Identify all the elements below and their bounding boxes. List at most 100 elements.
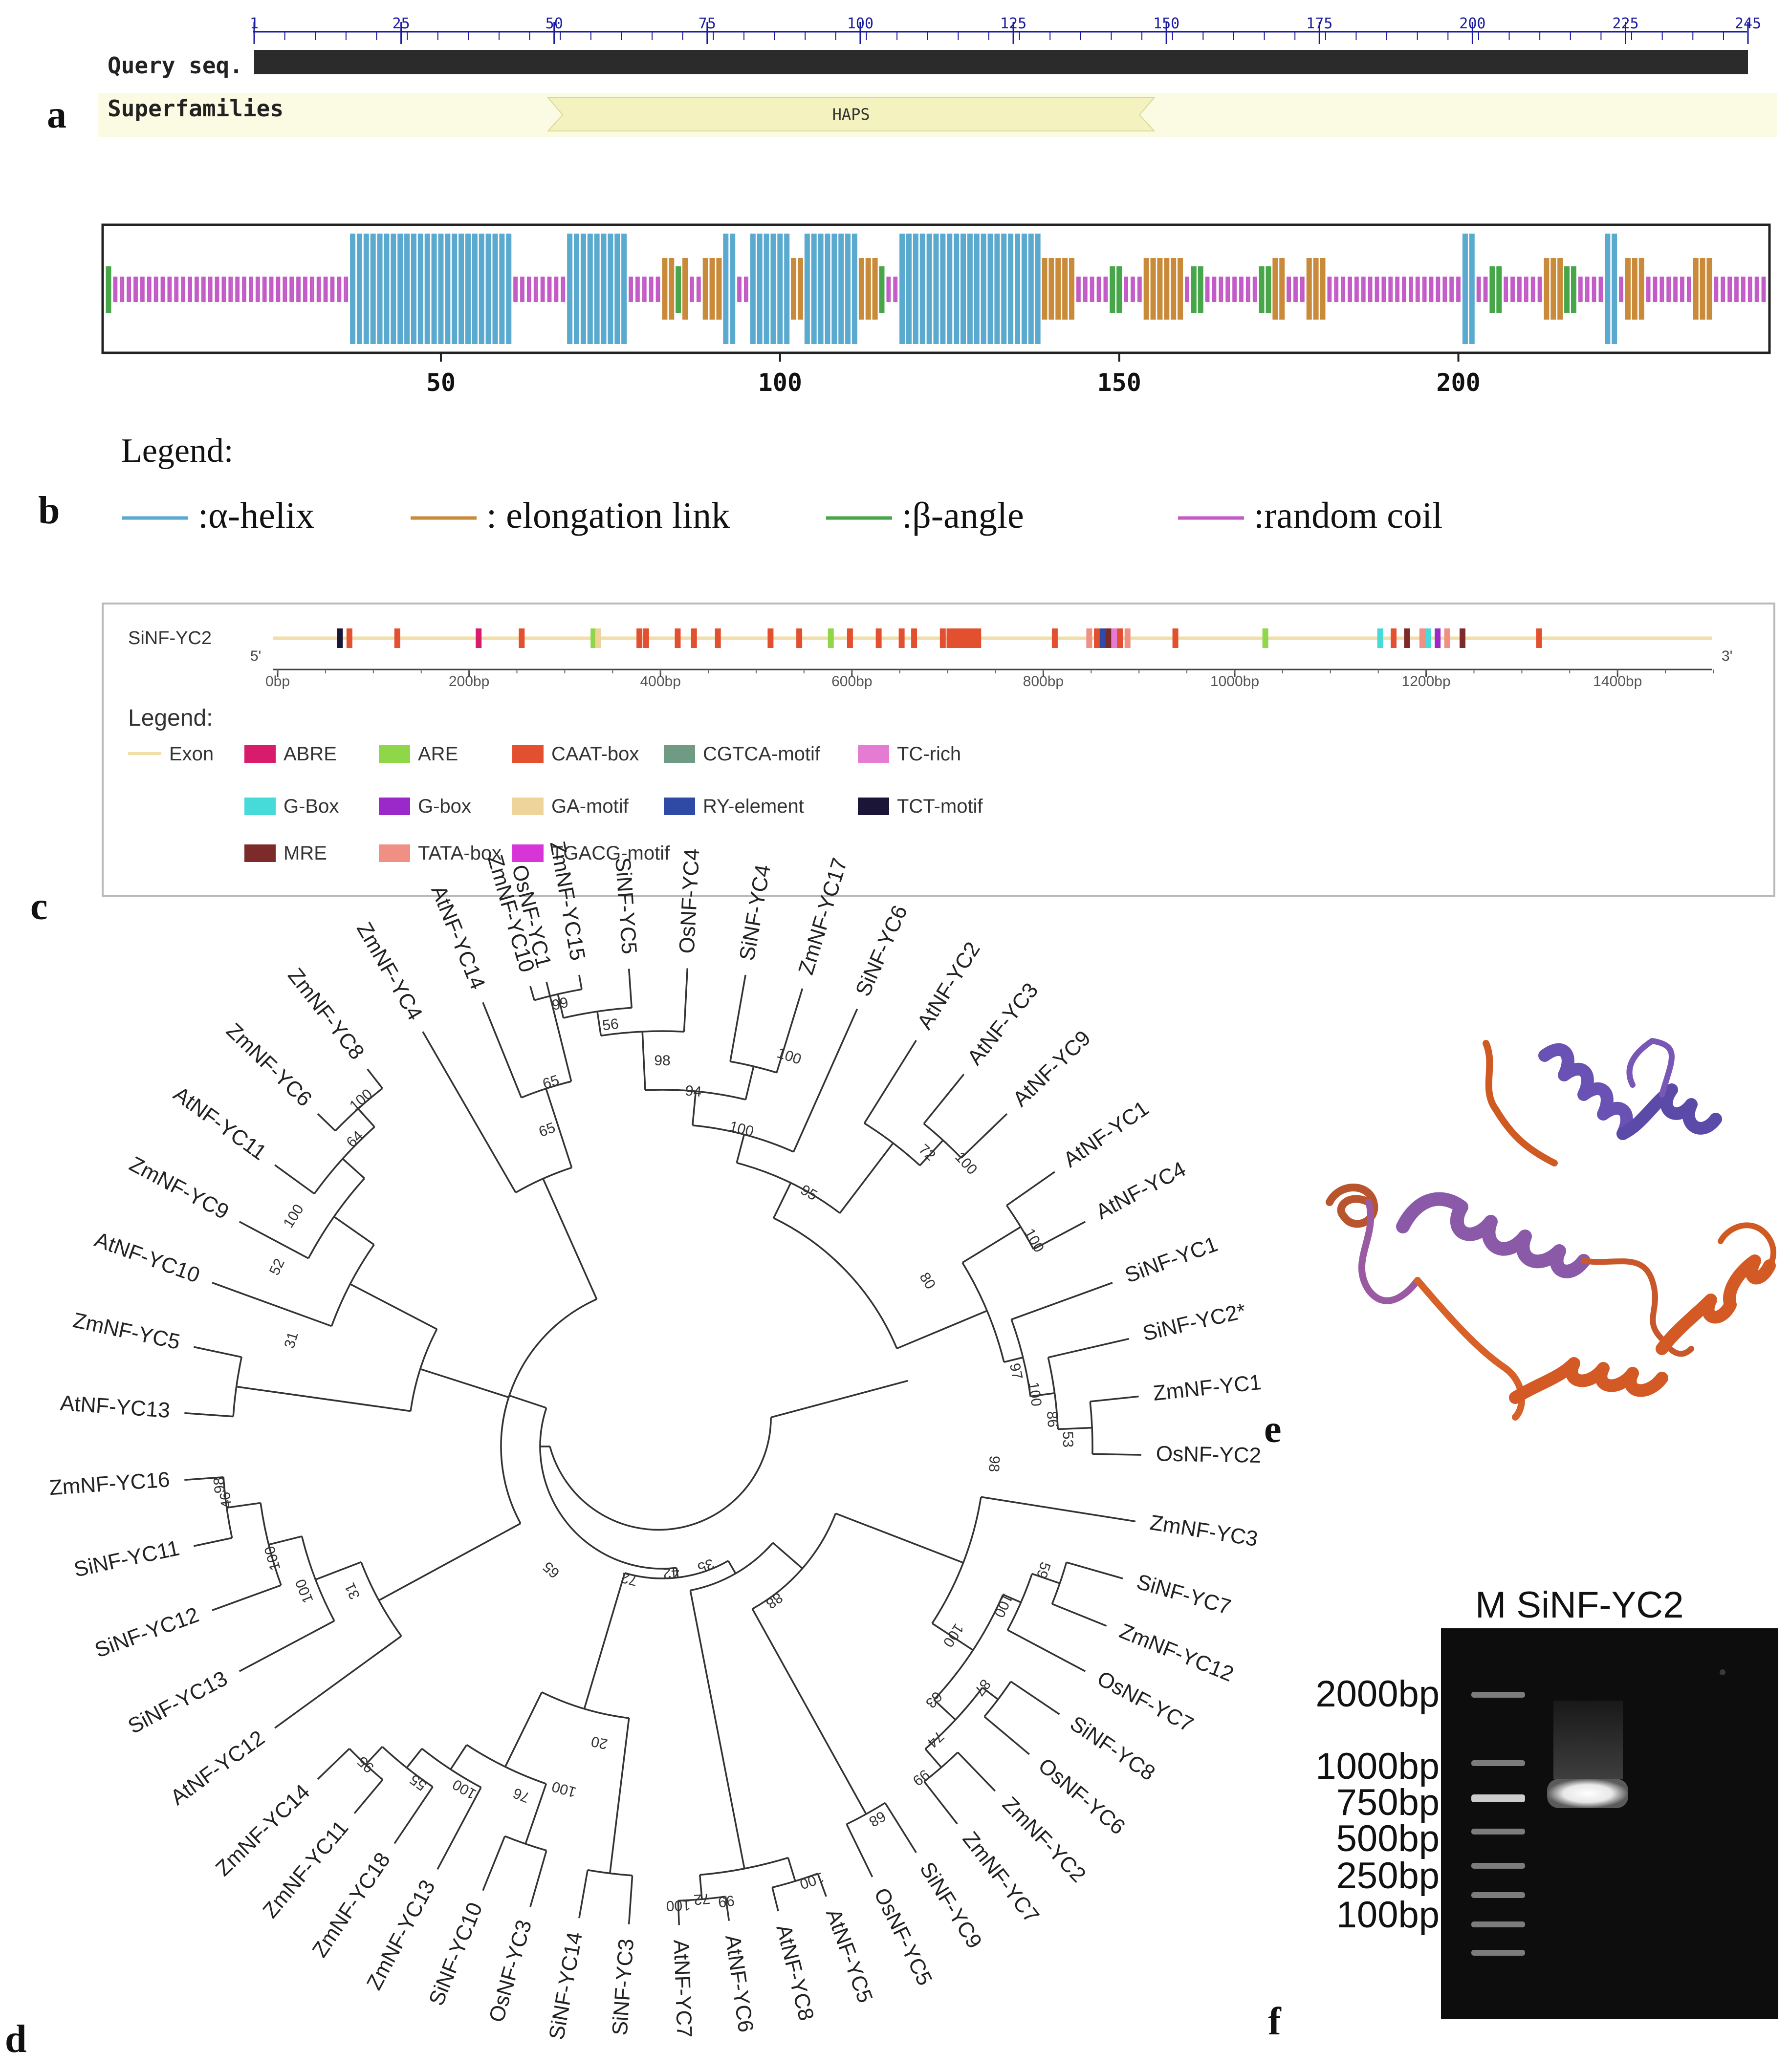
tree-arc: [1047, 1357, 1059, 1429]
panel-letter-d: d: [5, 2018, 27, 2061]
query-seq-label: Query seq.: [108, 52, 243, 79]
taxon-label: SiNF-YC8: [1066, 1711, 1159, 1785]
b-legend: :α-helix: elongation link:β-angle:random…: [122, 495, 1442, 536]
tree-branch: [184, 1476, 224, 1481]
tree-taxa: OsNF-YC1AtNF-YC14ZmNF-YC4ZmNF-YC8ZmNF-YC…: [48, 839, 1263, 2041]
taxon-label: ZmNF-YC8: [283, 964, 369, 1064]
bootstrap-value: 94: [685, 1082, 702, 1100]
tree-arc: [421, 1748, 481, 1789]
tree-branch: [923, 1074, 965, 1124]
tree-branch: [1058, 1426, 1092, 1430]
ladder-label: 1000bp: [1315, 1746, 1440, 1787]
taxon-label: AtNF-YC7: [669, 1939, 697, 2038]
cis-element: [969, 628, 976, 648]
cis-element: [590, 628, 597, 648]
tree-branch: [933, 1699, 956, 1721]
superfamilies-label: Superfamilies: [108, 95, 284, 122]
tree-branch: [817, 1873, 827, 1897]
bootstrap-value: 100: [1021, 1226, 1047, 1255]
tree-arc: [923, 1751, 959, 1782]
tree-arc: [541, 1691, 629, 1719]
cis-element: [1124, 628, 1131, 648]
tree-branch: [524, 1783, 547, 1844]
c-legend-swatch: [512, 798, 544, 815]
cis-element: [963, 628, 970, 648]
loop-right: [1581, 1258, 1694, 1357]
tree-branch: [422, 1031, 453, 1083]
tree-arc: [360, 1561, 402, 1637]
taxon-label: ZmNF-YC13: [362, 1876, 440, 1994]
taxon-label: AtNF-YC11: [169, 1082, 271, 1165]
taxon-label: OsNF-YC7: [1093, 1666, 1198, 1737]
tree-arc: [645, 1089, 746, 1101]
c-legend-swatch: [244, 844, 276, 862]
cis-element: [1435, 628, 1441, 648]
tree-branch: [982, 1687, 999, 1700]
cis-element: [1117, 628, 1123, 648]
panel-letter-e: e: [1264, 1408, 1282, 1451]
tree-branch: [1011, 1282, 1113, 1320]
tree-branch: [699, 1875, 703, 1899]
tree-branch: [1092, 1453, 1141, 1456]
bootstrap-value: 52: [266, 1256, 288, 1277]
tree-branch: [727, 1560, 737, 1574]
cis-element: [847, 628, 853, 648]
c-legend-label: G-Box: [284, 796, 339, 817]
helix-orange-right: [1656, 1254, 1776, 1355]
tree-branch: [333, 1216, 375, 1246]
tree-branch: [1007, 1629, 1086, 1672]
tree-arc: [624, 1560, 729, 1579]
ladder-label: 2000bp: [1315, 1673, 1440, 1715]
tree-arc: [563, 1007, 632, 1019]
tree-branch: [542, 1178, 598, 1300]
tree-root-arc: [549, 1417, 772, 1531]
promoter-tick-label: 200bp: [449, 673, 489, 690]
panel-letter-a: a: [47, 93, 66, 136]
bootstrap-value: 72: [619, 1569, 639, 1589]
tree-branch: [931, 1622, 974, 1651]
tree-branch: [744, 1066, 755, 1100]
promoter-tick-label: 800bp: [1023, 673, 1064, 690]
tree-arc: [690, 1542, 774, 1592]
tree-arc: [260, 1503, 282, 1586]
bootstrap-value: 88: [763, 1589, 786, 1612]
ruler-tick-label: 150: [1153, 15, 1179, 32]
ruler-tick-label: 225: [1612, 15, 1638, 32]
bootstrap-value: 64: [344, 1128, 367, 1151]
tree-arc: [1006, 1205, 1034, 1250]
tree-branch: [212, 1282, 332, 1327]
tree-branch: [689, 1590, 745, 1869]
tree-branch: [787, 1857, 796, 1881]
tree-root-branch: [770, 1380, 908, 1419]
taxon-label: AtNF-YC13: [60, 1391, 171, 1423]
sopma-tick-label: 50: [426, 368, 456, 397]
tree-branch: [981, 1496, 1136, 1523]
helix-blue-a: [1538, 1043, 1633, 1140]
c-legend-label: CGTCA-motif: [703, 743, 821, 765]
promoter-tick-label: 0bp: [265, 673, 290, 690]
tree-arc: [773, 1217, 898, 1349]
bootstrap-value: 100: [991, 1591, 1016, 1620]
gel-artifact: [1720, 1669, 1725, 1675]
taxon-label: ZmNF-YC4: [352, 918, 427, 1024]
sample-smear: [1553, 1701, 1623, 1779]
tree-branch: [1004, 1357, 1024, 1363]
ladder-band: [1471, 1921, 1525, 1927]
tree-branch: [504, 1692, 543, 1768]
tree-branch: [583, 1573, 626, 1709]
gel-title: M SiNF-YC2: [1475, 1584, 1683, 1626]
tree-branch: [773, 1182, 792, 1219]
tree-branch: [239, 1221, 309, 1259]
tree-arc: [349, 1748, 384, 1781]
tree-branch: [274, 1164, 315, 1195]
taxon-label: AtNF-YC4: [1092, 1157, 1190, 1224]
tree-branch: [896, 1310, 987, 1350]
ruler-tick-label: 200: [1459, 15, 1485, 32]
tree-branch: [274, 1635, 402, 1729]
tree-branch: [509, 1395, 547, 1409]
tree-arc: [301, 1536, 335, 1621]
cis-element: [715, 628, 721, 648]
taxon-label: AtNF-YC14: [426, 882, 490, 993]
